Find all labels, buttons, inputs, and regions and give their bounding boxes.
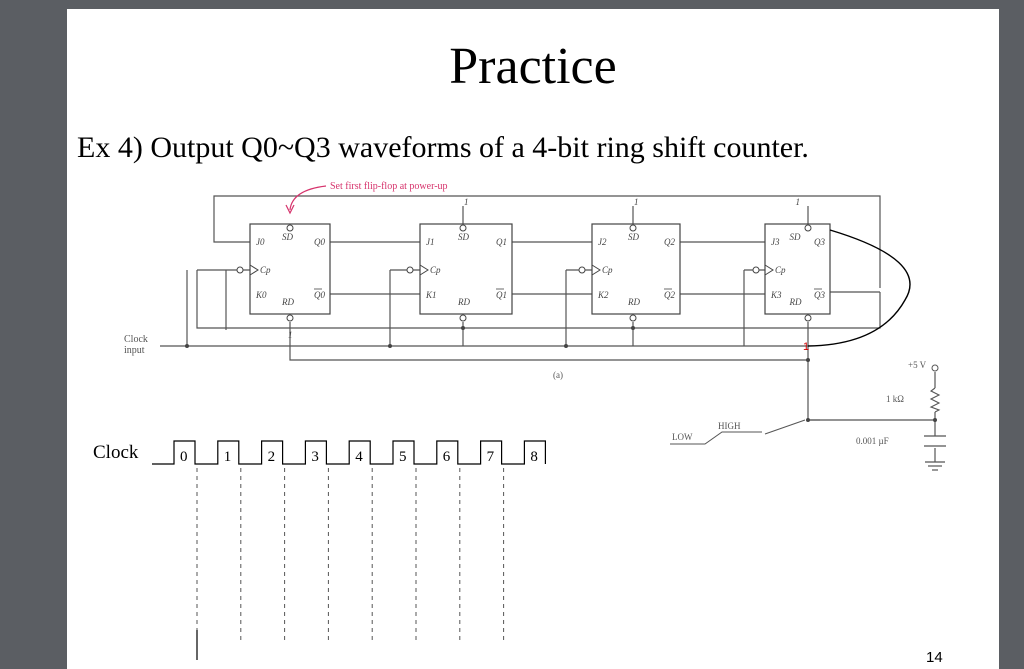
figure-caption: (a) xyxy=(553,370,563,380)
clock-pulse-label: 3 xyxy=(311,449,319,465)
exercise-prompt: Ex 4) Output Q0~Q3 waveforms of a 4-bit … xyxy=(77,131,809,164)
low-high-arrow xyxy=(764,419,806,435)
set-annotation: Set first flip-flop at power-up xyxy=(330,181,448,192)
cp-bubble-3 xyxy=(752,266,760,274)
pin-sd-label-1: SD xyxy=(458,232,470,242)
pin-k-label-3: K3 xyxy=(770,290,782,300)
rd-tie-label-0: 1 xyxy=(288,330,293,340)
clock-triangle-0 xyxy=(249,264,259,276)
annotation-arrow xyxy=(289,185,327,211)
junction-dot xyxy=(933,418,937,422)
sd-tie-label-1: 1 xyxy=(464,197,469,207)
junction-dot xyxy=(564,344,568,348)
pin-j-label-0: J0 xyxy=(256,237,265,247)
clock-triangle-3 xyxy=(764,264,774,276)
clock-pulse-label: 1 xyxy=(224,449,232,465)
clock-pulse-label: 6 xyxy=(443,449,451,465)
sd-bubble-0 xyxy=(286,224,294,232)
pin-qbar-label-1: Q1 xyxy=(496,290,507,300)
annotation-arrowhead xyxy=(285,204,295,215)
flip-flop-1 xyxy=(419,223,513,315)
pin-cp-label-1: Cp xyxy=(430,265,441,275)
cp-bubble-2 xyxy=(578,266,586,274)
pin-rd-label-3: RD xyxy=(789,297,802,307)
cp-bubble-0 xyxy=(236,266,244,274)
clock-input-label-line2: input xyxy=(124,345,145,356)
resistor-label: 1 kΩ xyxy=(886,394,904,404)
clock-pulse-label: 7 xyxy=(487,449,495,465)
handwritten-mark: 1 xyxy=(803,341,809,353)
clock-pulse-label: 0 xyxy=(180,449,188,465)
sd-bubble-2 xyxy=(629,224,637,232)
pin-cp-label-2: Cp xyxy=(602,265,613,275)
cp-bubble-1 xyxy=(406,266,414,274)
pin-j-label-3: J3 xyxy=(771,237,780,247)
pin-rd-label-0: RD xyxy=(281,297,294,307)
sd-bubble-1 xyxy=(459,224,467,232)
pin-qbar-label-2: Q2 xyxy=(664,290,675,300)
sd-tie-label-2: 1 xyxy=(634,197,639,207)
sd-bubble-3 xyxy=(804,224,812,232)
pin-sd-label-0: SD xyxy=(282,232,294,242)
pin-sd-label-3: SD xyxy=(790,232,802,242)
supply-terminal xyxy=(931,364,939,372)
page-title: Practice xyxy=(449,38,617,95)
clock-pulse-label: 8 xyxy=(530,449,538,465)
junction-dot xyxy=(806,358,810,362)
supply-label: +5 V xyxy=(908,360,927,370)
clock-input-label-line1: Clock xyxy=(124,334,148,345)
rd-bubble-2 xyxy=(629,314,637,322)
flip-flop-3 xyxy=(764,223,831,315)
page-number: 14 xyxy=(926,649,943,666)
pin-qbar-label-3: Q3 xyxy=(814,290,825,300)
flip-flop-2 xyxy=(591,223,681,315)
junction-dot xyxy=(631,326,635,330)
high-label: HIGH xyxy=(718,421,741,431)
pin-qbar-label-0: Q0 xyxy=(314,290,325,300)
pin-rd-label-1: RD xyxy=(457,297,470,307)
low-high-step xyxy=(670,431,762,445)
clock-waveform-line xyxy=(152,440,547,465)
pin-rd-label-2: RD xyxy=(627,297,640,307)
low-label: LOW xyxy=(672,432,693,442)
pin-j-label-2: J2 xyxy=(598,237,607,247)
clock-pulse-label: 5 xyxy=(399,449,407,465)
pin-q-label-0: Q0 xyxy=(314,237,325,247)
junction-dot xyxy=(185,344,189,348)
handwritten-curve xyxy=(807,229,911,347)
pin-k-label-2: K2 xyxy=(597,290,609,300)
junction-dot xyxy=(806,418,810,422)
flip-flop-0 xyxy=(249,223,331,315)
pin-sd-label-2: SD xyxy=(628,232,640,242)
pin-j-label-1: J1 xyxy=(426,237,435,247)
capacitor-label: 0.001 µF xyxy=(856,436,889,446)
junction-dot xyxy=(388,344,392,348)
pin-q-label-2: Q2 xyxy=(664,237,675,247)
clock-waveform: 0 1 2 3 4 5 6 7 8 xyxy=(152,440,547,660)
clock-pulse-label: 2 xyxy=(268,449,276,465)
pin-cp-label-3: Cp xyxy=(775,265,786,275)
junction-dot xyxy=(461,326,465,330)
clock-pulse-label: 4 xyxy=(355,449,363,465)
resistor-symbol xyxy=(929,387,941,413)
pin-k-label-1: K1 xyxy=(425,290,437,300)
clock-triangle-2 xyxy=(591,264,601,276)
circuit-wiring xyxy=(160,195,946,471)
pin-q-label-3: Q3 xyxy=(814,237,825,247)
rd-bubble-3 xyxy=(804,314,812,322)
rd-bubble-1 xyxy=(459,314,467,322)
clock-triangle-1 xyxy=(419,264,429,276)
pin-cp-label-0: Cp xyxy=(260,265,271,275)
rd-bubble-0 xyxy=(286,314,294,322)
pin-q-label-1: Q1 xyxy=(496,237,507,247)
sd-tie-label-3: 1 xyxy=(796,197,801,207)
clock-waveform-label: Clock xyxy=(93,442,139,463)
pin-k-label-0: K0 xyxy=(255,290,267,300)
slide: Practice Ex 4) Output Q0~Q3 waveforms of… xyxy=(67,9,999,669)
